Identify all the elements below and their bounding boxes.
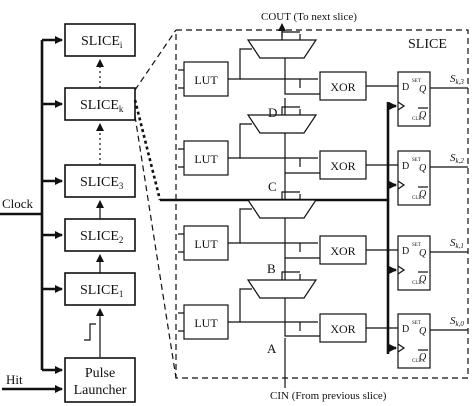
slice-detail-frame	[175, 29, 469, 379]
mux-bit-0	[246, 279, 318, 299]
carry-to-xor-bit-3	[284, 58, 320, 95]
mux-bit-2	[246, 114, 318, 134]
slice-k-box: SLICEk	[64, 87, 136, 121]
ff-qbar-label-bit-3: Q	[419, 110, 427, 121]
lut-to-mux-bit-0	[228, 288, 252, 323]
lut-inputs-bit-3	[178, 69, 184, 89]
flipflop-bit-3	[397, 71, 431, 127]
xor-label-bit-0: XOR	[330, 322, 355, 336]
lut-box-bit-3	[183, 61, 229, 97]
mux-bit-1	[246, 199, 318, 219]
lut-box-bit-2	[183, 140, 229, 176]
lut-inputs-bit-0	[178, 312, 184, 332]
ff-d-label-bit-3: D	[402, 82, 409, 93]
ff-qbar-label-bit-1: Q	[419, 274, 427, 285]
ff-q-label-bit-2: Q	[419, 163, 427, 174]
ff-qbar-label-bit-0: Q	[419, 352, 427, 363]
lut-to-mux-bit-1	[228, 208, 252, 244]
slice-1-label: SLICE1	[80, 283, 123, 299]
zoom-clock-link	[133, 99, 162, 201]
ff-clock-triangle-bit-2	[397, 180, 406, 190]
lut-label-bit-2: LUT	[194, 152, 218, 166]
slice-detail-title: SLICE	[408, 37, 447, 52]
slice-2-label: SLICE2	[80, 229, 123, 245]
node-label-a: A	[267, 341, 277, 356]
ff-clr-label-bit-2: CLR	[412, 196, 422, 201]
ff-d-label-bit-1: D	[402, 246, 409, 257]
ff-set-label-bit-2: SET	[412, 158, 421, 163]
ff-set-label-bit-1: SET	[412, 243, 421, 248]
slice-3-label: SLICE3	[80, 175, 124, 191]
ff-clock-triangle-bit-0	[397, 343, 406, 353]
flipflop-bit-0	[397, 313, 431, 369]
mux-out-bit-3	[281, 31, 300, 40]
slice-3-box: SLICE3	[64, 164, 136, 198]
pulse-launcher-line2: Launcher	[74, 383, 127, 398]
node-label-d: D	[268, 105, 277, 120]
clock-label: Clock	[2, 196, 34, 211]
flipflop-bit-2	[397, 150, 431, 206]
slice-1-box: SLICE1	[64, 272, 136, 306]
ff-clock-triangle-bit-3	[397, 101, 406, 111]
pulse-launcher-line1: Pulse	[85, 366, 115, 381]
slice-k-label: SLICEk	[80, 98, 124, 114]
zoom-line-top	[134, 29, 177, 91]
ff-d-label-bit-0: D	[402, 324, 409, 335]
cin-label: CIN (From previous slice)	[270, 390, 387, 402]
ff-qbar-label-bit-2: Q	[419, 189, 427, 200]
ff-q-label-bit-0: Q	[419, 326, 427, 337]
xor-label-bit-3: XOR	[330, 80, 355, 94]
zoom-line-bottom	[134, 115, 177, 379]
ff-q-label-bit-3: Q	[419, 84, 427, 95]
ff-set-label-bit-0: SET	[412, 321, 421, 326]
node-label-c: C	[268, 179, 277, 194]
cout-label: COUT (To next slice)	[261, 11, 357, 23]
hit-label: Hit	[6, 372, 23, 387]
slice-2-box: SLICE2	[64, 218, 136, 252]
mux-out-bit-0	[281, 271, 300, 280]
flipflop-bit-1	[397, 235, 431, 291]
lut-to-mux-bit-3	[228, 48, 252, 80]
output-label-sk0: Sk,0	[450, 315, 464, 328]
lut-box-bit-0	[183, 304, 229, 340]
slice-i-label: SLICEi	[81, 34, 123, 50]
mux-bit-3	[246, 39, 318, 59]
node-label-b: B	[267, 261, 276, 276]
ff-clr-label-bit-3: CLR	[412, 117, 422, 122]
carry-to-xor-bit-1	[284, 218, 320, 259]
xor-label-bit-2: XOR	[330, 159, 355, 173]
ff-clr-label-bit-1: CLR	[412, 281, 422, 286]
mux-out-bit-2	[281, 106, 300, 115]
ff-q-label-bit-1: Q	[419, 248, 427, 259]
xor-box-bit-2	[319, 150, 367, 180]
pulse-step-icon	[84, 323, 96, 341]
output-label-sk1: Sk,1	[450, 237, 464, 250]
slice-i-box: SLICEi	[64, 23, 136, 57]
lut-label-bit-0: LUT	[194, 316, 218, 330]
output-label-sk3: Sk,3	[450, 73, 464, 86]
carry-to-xor-bit-2	[284, 133, 320, 174]
output-label-sk2: Sk,2	[450, 152, 464, 165]
lut-label-bit-1: LUT	[194, 237, 218, 251]
lut-label-bit-3: LUT	[194, 73, 218, 87]
xor-label-bit-1: XOR	[330, 244, 355, 258]
ff-set-label-bit-3: SET	[412, 79, 421, 84]
ff-clr-label-bit-0: CLR	[412, 359, 422, 364]
ff-clock-triangle-bit-1	[397, 265, 406, 275]
lut-inputs-bit-2	[178, 148, 184, 168]
lut-inputs-bit-1	[178, 233, 184, 253]
pulse-launcher-box: Pulse Launcher	[64, 357, 136, 403]
carry-to-xor-bit-0	[284, 298, 320, 337]
ff-d-label-bit-2: D	[402, 161, 409, 172]
lut-to-mux-bit-2	[228, 123, 252, 159]
mux-out-bit-1	[281, 191, 300, 200]
